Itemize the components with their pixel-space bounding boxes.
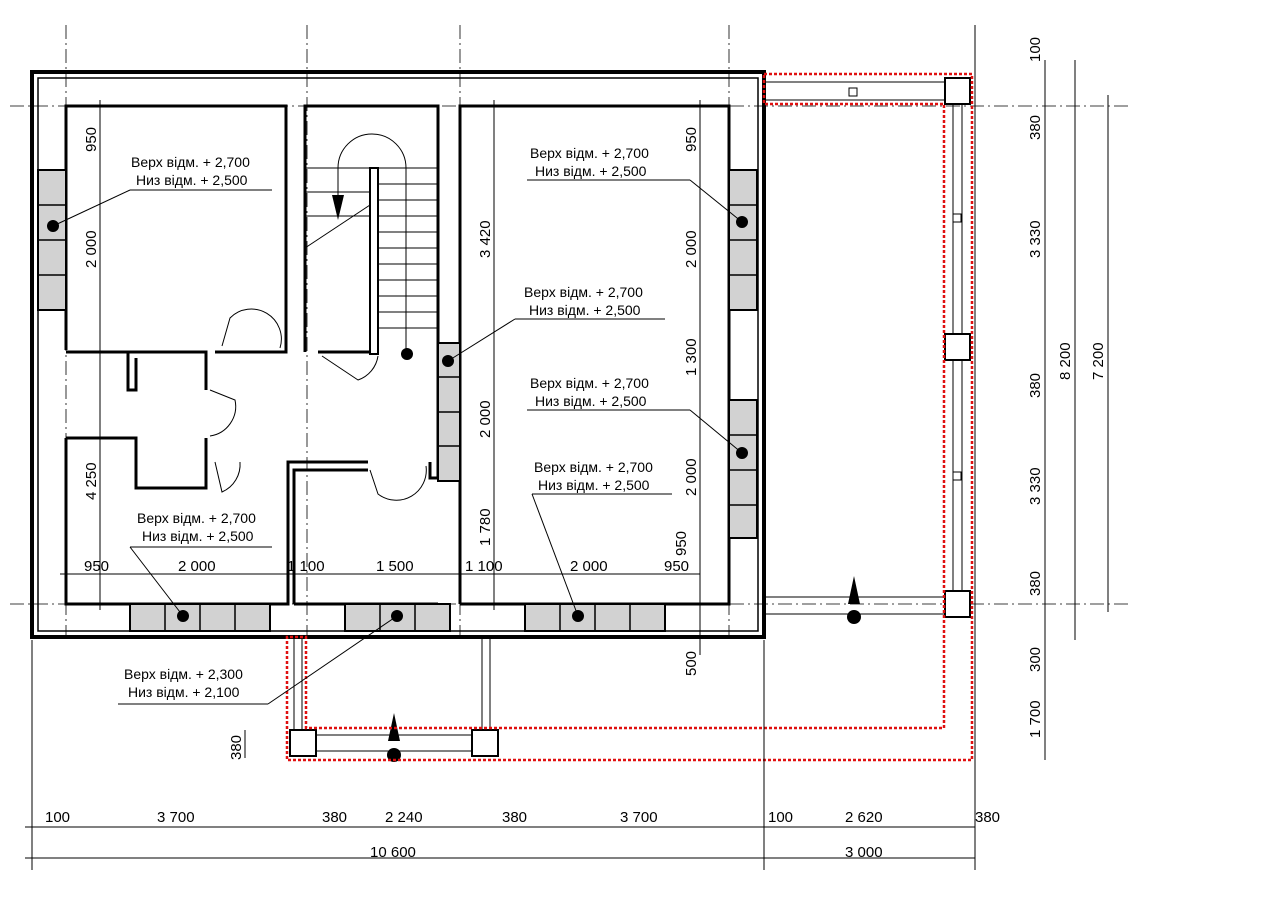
dim-i-5: 1 100 [465,558,503,575]
note-1-top: Верх відм. + 2,700 [131,154,250,170]
note-2-bottom: Низ відм. + 2,500 [535,163,647,179]
dim-rc-6: 380 [1027,571,1044,596]
dim-c-2: 2 000 [477,400,494,438]
porch [289,637,499,762]
dims-bottom: 100 3 700 380 2 240 380 3 700 100 2 620 … [45,809,1000,861]
dims-vertical: 950 2 000 4 250 3 420 2 000 1 780 950 2 … [83,37,1107,760]
dim-rc-8: 1 700 [1027,700,1044,738]
note-3-bottom: Низ відм. + 2,500 [529,302,641,318]
dim-r-3: 1 300 [683,338,700,376]
dim-b-4: 2 240 [385,809,423,826]
entrance-arrow-icon [848,576,860,604]
dim-b-1: 100 [45,809,70,826]
staircase [304,133,438,360]
note-4-bottom: Низ відм. + 2,500 [535,393,647,409]
dim-r-5: 950 [673,531,690,556]
note-3-top: Верх відм. + 2,700 [524,284,643,300]
stair-direction-arrow-icon [332,195,344,220]
dim-rc-4: 380 [1027,373,1044,398]
dim-i-2: 2 000 [178,558,216,575]
dimension-lines [25,25,1109,870]
dim-i-1: 950 [84,558,109,575]
dim-b-7: 100 [768,809,793,826]
leaders [47,179,748,705]
dims-interior: 950 2 000 1 100 1 500 1 100 2 000 950 [84,558,689,575]
dim-total-veranda: 3 000 [845,844,883,861]
dim-b-9: 380 [975,809,1000,826]
dim-total-8200: 8 200 [1057,342,1074,380]
dim-rc-3: 3 330 [1027,220,1044,258]
dim-c-1: 3 420 [477,220,494,258]
dim-l-1: 950 [83,127,100,152]
dim-rc-1: 100 [1027,37,1044,62]
note-7-bottom: Низ відм. + 2,100 [128,684,240,700]
dim-rc-5: 3 330 [1027,467,1044,505]
terrace-boundary [285,72,974,762]
dim-rc-7: 300 [1027,647,1044,672]
dim-i-6: 2 000 [570,558,608,575]
note-5-bottom: Низ відм. + 2,500 [538,477,650,493]
dim-i-4: 1 500 [376,558,414,575]
dim-b-6: 3 700 [620,809,658,826]
dim-r-2: 2 000 [683,230,700,268]
dim-b-2: 3 700 [157,809,195,826]
dim-b-3: 380 [322,809,347,826]
dim-b-8: 2 620 [845,809,883,826]
dim-total-7200: 7 200 [1090,342,1107,380]
dim-r-4: 2 000 [683,458,700,496]
note-6-top: Верх відм. + 2,700 [137,510,256,526]
dim-l-3: 4 250 [83,462,100,500]
note-7-top: Верх відм. + 2,300 [124,666,243,682]
dim-i-7: 950 [664,558,689,575]
windows [37,169,758,632]
note-1-bottom: Низ відм. + 2,500 [136,172,248,188]
dim-rc-2: 380 [1027,115,1044,140]
note-6-bottom: Низ відм. + 2,500 [142,528,254,544]
dim-r-1: 950 [683,127,700,152]
dim-i-3: 1 100 [287,558,325,575]
dim-porch-v: 380 [228,735,245,760]
dim-total-main: 10 600 [370,844,416,861]
dim-b-5: 380 [502,809,527,826]
note-2-top: Верх відм. + 2,700 [530,145,649,161]
note-5-top: Верх відм. + 2,700 [534,459,653,475]
elevation-notes: Верх відм. + 2,700 Низ відм. + 2,500 Вер… [124,145,653,700]
veranda [764,77,971,624]
dim-l-2: 2 000 [83,230,100,268]
dim-r-6: 500 [683,651,700,676]
dim-c-3: 1 780 [477,508,494,546]
note-4-top: Верх відм. + 2,700 [530,375,649,391]
doors [209,308,427,501]
